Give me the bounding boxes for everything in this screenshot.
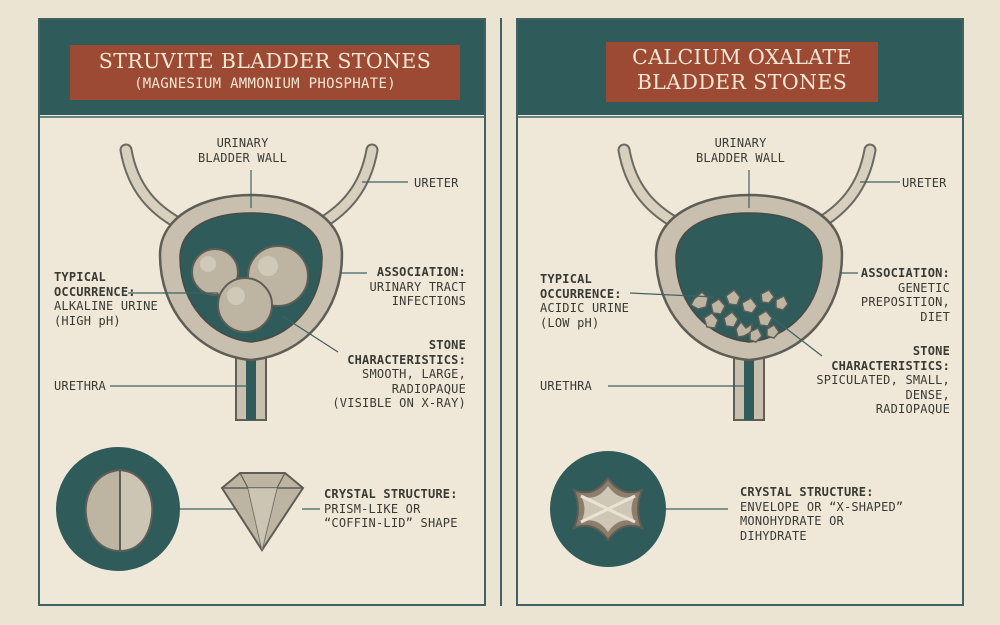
crystal-half-left [84, 468, 121, 553]
crystal-half-right [119, 468, 154, 553]
left-ureter [119, 143, 185, 230]
panel-title: STRUVITE BLADDER STONES [98, 49, 432, 73]
panel-title-box: STRUVITE BLADDER STONES (MAGNESIUM AMMON… [70, 45, 460, 100]
leader-stone [769, 315, 823, 357]
oxalate-stone [757, 310, 773, 327]
bladder-wall-label: URINARY BLADDER WALL [198, 136, 288, 165]
right-ureter [315, 143, 379, 230]
oxalate-stone [723, 310, 739, 328]
struvite-stone [217, 277, 273, 333]
oxalate-stone [725, 288, 741, 306]
oxalate-stone [703, 312, 719, 329]
association-label: ASSOCIATION: URINARY TRACT INFECTIONS [369, 265, 466, 308]
oxalate-stone [749, 326, 763, 343]
oxalate-stone [766, 324, 780, 339]
struvite-bladder-diagram [40, 116, 484, 571]
right-ureter [813, 143, 877, 230]
urethra-label: URETHRA [54, 379, 106, 393]
typical-occurrence-label: TYPICAL OCCURRENCE: ALKALINE URINE (HIGH… [54, 270, 158, 328]
oxalate-stone [775, 294, 789, 311]
panel-title-line-1: CALCIUM OXALATE [632, 45, 852, 69]
crystal-structure-label: CRYSTAL STRUCTURE: PRISM-LIKE OR “COFFIN… [324, 487, 458, 530]
oxalate-stone [710, 298, 726, 315]
urethra-label: URETHRA [540, 379, 592, 393]
oxalate-stone [735, 320, 753, 338]
leader-typical [629, 292, 715, 298]
oxalate-stone [741, 297, 758, 314]
calcium-oxalate-stones [690, 288, 789, 343]
bladder-wall-label: URINARY BLADDER WALL [696, 136, 786, 165]
center-divider [500, 18, 502, 606]
stone-characteristics-label: STONE CHARACTERISTICS: SPICULATED, SMALL… [816, 344, 950, 416]
panel-title-line-2: BLADDER STONES [636, 70, 848, 94]
crystal-structure-label: CRYSTAL STRUCTURE: ENVELOPE OR “X-SHAPED… [740, 485, 904, 543]
oxalate-stone [760, 289, 775, 304]
calcium-oxalate-panel: CALCIUM OXALATE BLADDER STONES [516, 18, 964, 606]
typical-occurrence-label: TYPICAL OCCURRENCE: ACIDIC URINE (LOW pH… [540, 272, 630, 330]
panel-title-box: CALCIUM OXALATE BLADDER STONES [606, 42, 878, 102]
ureter-label: URETER [414, 176, 459, 190]
urethra-lumen [246, 350, 256, 420]
urethra-lumen [744, 350, 754, 420]
struvite-panel: STRUVITE BLADDER STONES (MAGNESIUM AMMON… [38, 18, 486, 606]
association-label: ASSOCIATION: GENETIC PREPOSITION, DIET [860, 266, 950, 324]
stone-characteristics-label: STONE CHARACTERISTICS: SMOOTH, LARGE, RA… [332, 338, 466, 410]
leader-stone [281, 315, 339, 353]
left-ureter [617, 143, 683, 230]
calcium-oxalate-bladder-diagram [518, 116, 962, 567]
panel-subtitle: (MAGNESIUM AMMONIUM PHOSPHATE) [134, 76, 396, 92]
ureter-label: URETER [902, 176, 947, 190]
